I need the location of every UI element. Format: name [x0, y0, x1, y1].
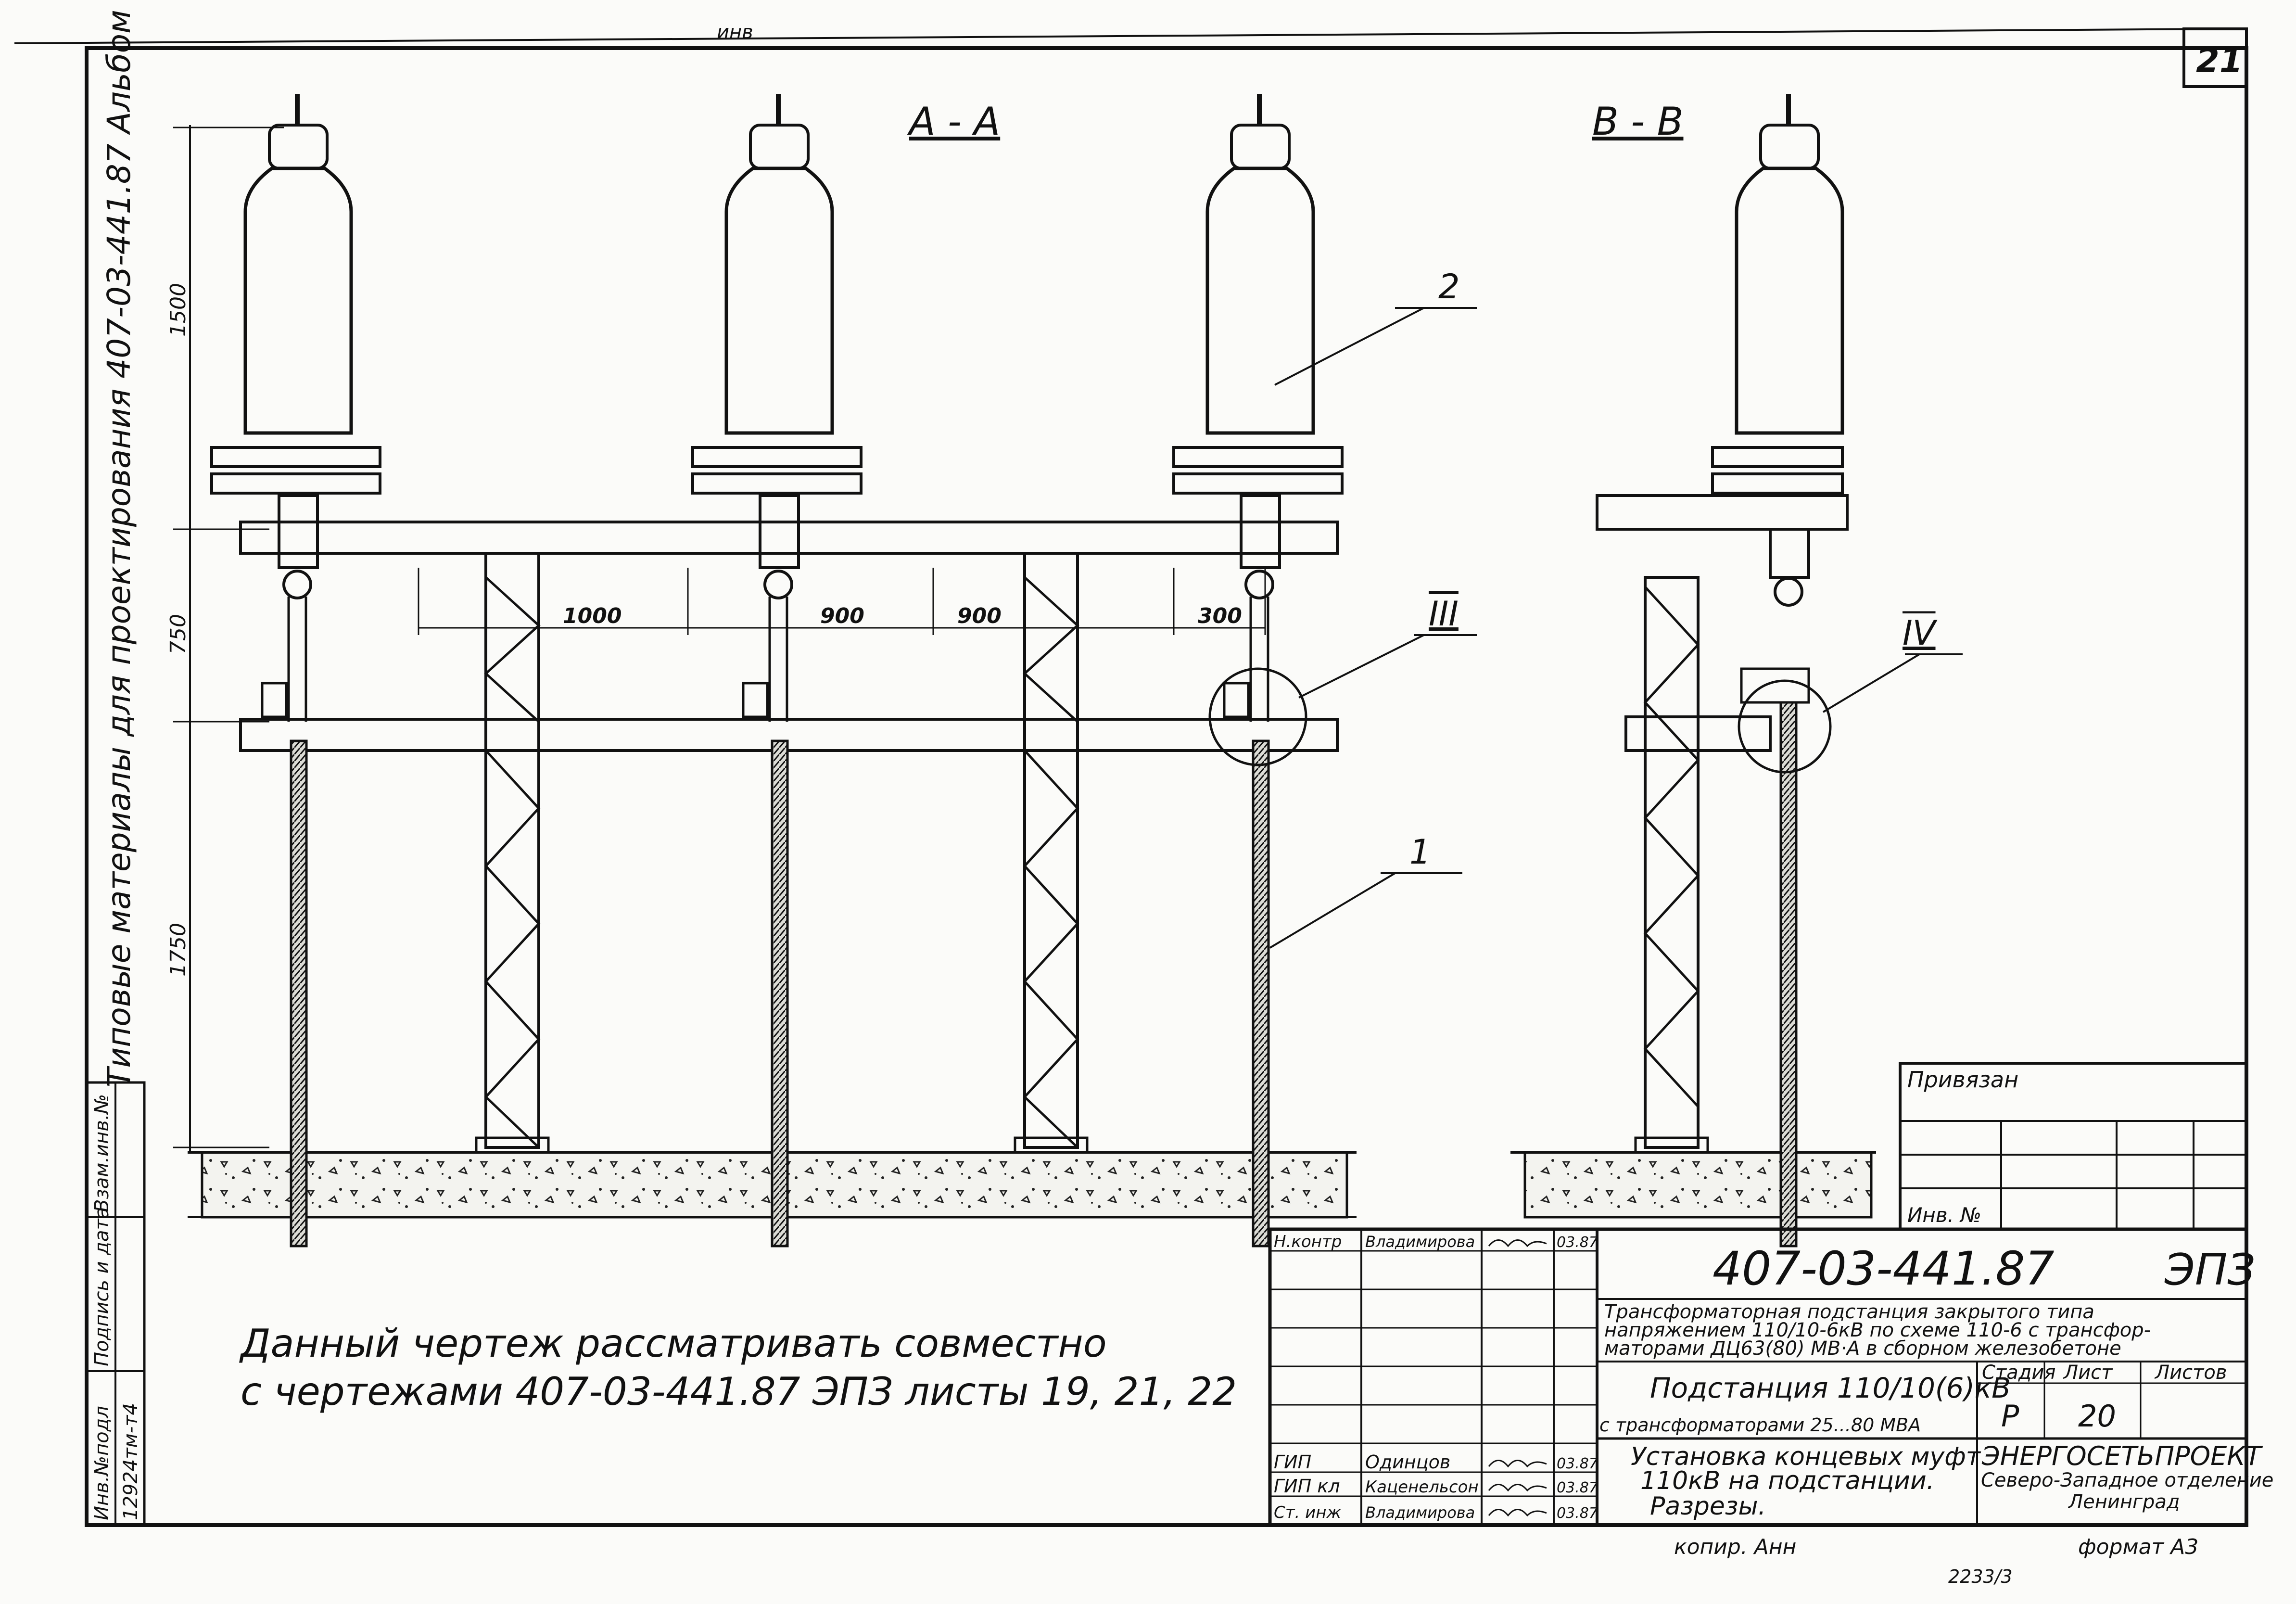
dim-1750: 1750 — [166, 923, 190, 977]
format-text: формат А3 — [2078, 1535, 2198, 1559]
sheet-title-1: Установка концевых муфт — [1631, 1442, 1981, 1471]
cable-termination-2 — [691, 94, 863, 1248]
signer-date-2: 03.87 — [1557, 1479, 1598, 1496]
lower-beam-aa — [239, 718, 1339, 752]
signer-name-3: Владимирова — [1365, 1503, 1475, 1522]
description-line-1: Трансформаторная подстанция закрытого ти… — [1604, 1301, 2094, 1323]
signer-name-0: Владимирова — [1365, 1233, 1475, 1251]
cable-termination-3 — [1172, 94, 1344, 1248]
col-stage: Стадия — [1982, 1362, 2055, 1384]
signer-date-3: 03.87 — [1557, 1505, 1598, 1522]
privyazan-block: Привязан Инв. № — [1899, 1062, 2248, 1231]
signer-role-0: Н.контр — [1274, 1232, 1342, 1251]
page-number-box — [2182, 27, 2248, 88]
top-stamp: инв — [717, 21, 753, 43]
signer-role-1: ГИП — [1274, 1451, 1311, 1473]
cable-termination-bb — [1711, 94, 1844, 1248]
sheet-title-2: 110кВ на подстанции. — [1640, 1466, 1934, 1495]
sheet-value: 20 — [2078, 1399, 2116, 1434]
callout-iv: IV — [1903, 613, 1938, 653]
left-stamp: Взам.инв.№ Подпись и дата Инв.№подл 1292… — [85, 1081, 146, 1527]
signer-role-3: Ст. инж — [1274, 1503, 1341, 1522]
left-margin-title: Типовые материалы для проектирования 407… — [101, 0, 138, 1087]
dim-1000: 1000 — [563, 604, 622, 628]
stamp-inv-podl: Инв.№подл — [91, 1406, 113, 1520]
signer-date-0: 03.87 — [1557, 1234, 1598, 1251]
col-sheets: Листов — [2154, 1362, 2227, 1384]
org-branch: Северо-Западное отделение — [1981, 1469, 2273, 1491]
stamp-podpis-data: Подпись и дата — [91, 1207, 113, 1366]
description-line-3: маторами ДЦ63(80) МВ·А в сборном железоб… — [1604, 1337, 2121, 1360]
col-sheet: Лист — [2063, 1362, 2113, 1384]
callout-2: 2 — [1438, 267, 1460, 306]
dim-900-a: 900 — [820, 604, 864, 628]
detail-circle-iii — [1208, 667, 1307, 766]
detail-circle-iv — [1738, 679, 1832, 774]
section-bb-label: В - В — [1592, 99, 1684, 144]
lattice-column-bb — [1634, 576, 1709, 1154]
stamp-inv-value: 12924тм-т4 — [120, 1403, 142, 1520]
callout-iii: III — [1429, 594, 1459, 634]
vertical-dimension-chain: 1500 750 1750 — [166, 125, 284, 1152]
signer-role-2: ГИП кл — [1274, 1476, 1340, 1497]
lattice-column-1 — [475, 552, 550, 1154]
description-line-2: напряжением 110/10-6кВ по схеме 110-6 с … — [1604, 1319, 2151, 1341]
bottom-code: 2233/3 — [1948, 1566, 2013, 1587]
org-name: ЭНЕРГОСЕТЬПРОЕКТ — [1981, 1441, 2263, 1471]
note-line-1: Данный чертеж рассматривать совместно — [239, 1321, 1107, 1366]
dim-750: 750 — [166, 614, 190, 654]
doc-code: ЭПЗ — [2164, 1245, 2255, 1295]
sheet-frame — [85, 46, 2248, 1527]
org-city: Ленинград — [2068, 1491, 2180, 1513]
cable-termination-1 — [210, 94, 381, 1248]
sheet-title-3: Разрезы. — [1650, 1492, 1766, 1521]
copier-text: копир. Анн — [1674, 1535, 1796, 1559]
privyazan-inv: Инв. № — [1907, 1203, 1981, 1227]
note-line-2: с чертежами 407-03-441.87 ЭПЗ листы 19, … — [241, 1369, 1237, 1414]
dim-300: 300 — [1198, 604, 1242, 628]
substation-line-1: Подстанция 110/10(6)кВ — [1650, 1372, 2011, 1404]
title-block: Н.контр Владимирова 03.87 ГИП Одинцов 03… — [1268, 1227, 2273, 1527]
lower-beam-bb — [1624, 715, 1772, 752]
dim-1500: 1500 — [166, 283, 190, 337]
horizontal-dimension-chain: 1000 900 900 300 — [418, 568, 1266, 635]
signer-date-1: 03.87 — [1557, 1455, 1598, 1472]
page-number: 21 — [2196, 41, 2243, 80]
upper-beam-bb — [1596, 494, 1849, 531]
privyazan-title: Привязан — [1907, 1067, 2018, 1093]
lattice-column-2 — [1014, 552, 1089, 1154]
signer-name-1: Одинцов — [1365, 1451, 1450, 1473]
ground-foundation-bb — [1523, 1151, 1873, 1219]
signer-name-2: Каценельсон — [1365, 1477, 1479, 1497]
callout-1: 1 — [1409, 832, 1431, 872]
upper-beam-aa — [239, 521, 1339, 555]
stamp-vzam-inv: Взам.инв.№ — [91, 1094, 113, 1212]
dim-900-b: 900 — [957, 604, 1002, 628]
substation-line-2: с трансформаторами 25...80 МВА — [1599, 1414, 1921, 1436]
doc-number: 407-03-441.87 — [1712, 1242, 2055, 1296]
section-aa-label: А - А — [907, 99, 1000, 144]
stage-value: Р — [2001, 1399, 2019, 1434]
